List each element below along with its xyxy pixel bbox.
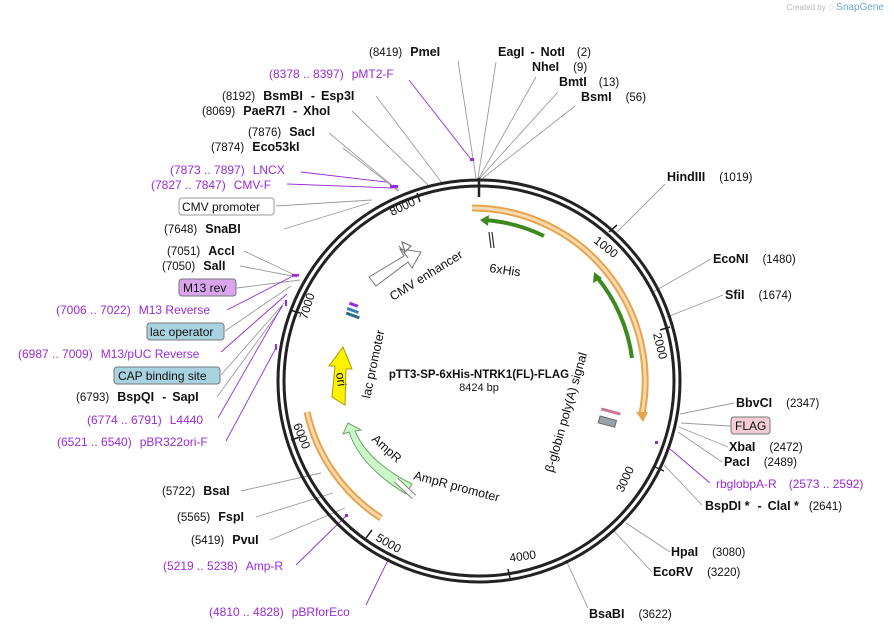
enzyme-acci: (7051)AccI xyxy=(167,244,235,258)
snapgene-credit: Created by ◌ SnapGene xyxy=(787,2,884,13)
enzyme-saci: (7876)SacI xyxy=(248,125,315,139)
plasmid-name: pTT3-SP-6xHis-NTRK1(FL)-FLAG xyxy=(389,369,569,381)
cmv-enhancer-label: CMV enhancer xyxy=(387,247,465,303)
enzyme-bsmi: BsmI(56) xyxy=(581,90,646,104)
snapgene-logo-icon: ◌ xyxy=(827,2,834,13)
enzyme-eagi-noti: EagI-NotI(2) xyxy=(498,45,591,59)
primer-amp-r: (5219 .. 5238)Amp-R xyxy=(163,559,283,573)
primer-m13-reverse: (7006 .. 7022)M13 Reverse xyxy=(56,303,210,317)
m13-rev-box-label: M13 rev xyxy=(183,281,226,295)
ori-label: ori xyxy=(333,371,349,387)
tick-2000: 2000 xyxy=(650,331,670,361)
primer-rbglobpa-r: rbglobpA-R(2573 .. 2592) xyxy=(716,477,863,491)
enzyme-bspqi-sapi: (6793)BspQI-SapI xyxy=(76,390,199,404)
m13-rev-box xyxy=(178,278,237,297)
enzyme-pmei: (8419)PmeI xyxy=(369,45,440,59)
ntrk-arrow-icon xyxy=(593,272,602,283)
enzyme-fspi: (5565)FspI xyxy=(177,510,244,524)
enzyme-hindiii: HindIII(1019) xyxy=(667,170,753,184)
enzyme-sfii: SfiI(1674) xyxy=(725,288,792,302)
tick-4000: 4000 xyxy=(508,547,537,565)
cmv-promoter-line xyxy=(398,245,409,259)
flag-box xyxy=(730,416,771,435)
cmv-promoter-arrow-icon xyxy=(401,241,412,253)
enzyme-bspdi-clai: BspDI *-ClaI *(2641) xyxy=(705,499,842,513)
credit-brand: SnapGene xyxy=(836,2,884,13)
ntrk-arc xyxy=(594,274,634,359)
label-leaders xyxy=(216,60,747,609)
lac-marks xyxy=(345,301,360,320)
orf-arc-left-inner xyxy=(305,411,382,520)
enzyme-eco53ki: (7874)Eco53kI xyxy=(211,140,300,154)
primer-cmv-f: (7827 .. 7847)CMV-F xyxy=(151,178,271,192)
primer-pbr322ori-f: (6521 .. 6540)pBR322ori-F xyxy=(57,435,208,449)
boxed-labels: CMV promoter M13 rev lac operator CAP bi… xyxy=(113,197,771,435)
enzyme-bsabi: BsaBI(3622) xyxy=(589,607,672,621)
signal-arrow-icon xyxy=(480,215,489,226)
lac-operator-box-label: lac operator xyxy=(150,325,213,339)
enzyme-paer7i-xhoi: (8069)PaeR7I-XhoI xyxy=(202,104,330,118)
primer-leaders xyxy=(217,79,711,606)
enzyme-bsmbi-esp3i: (8192)BsmBI-Esp3I xyxy=(222,89,354,103)
globin-marker xyxy=(597,415,618,428)
cmv-promoter-box xyxy=(178,197,275,216)
enzyme-bbvci: BbvCI(2347) xyxy=(736,396,820,410)
enzyme-pvui: (5419)PvuI xyxy=(191,533,259,547)
lac-promoter-label: lac promoter xyxy=(359,329,387,400)
flag-marker xyxy=(600,407,621,416)
cap-binding-box-label: CAP binding site xyxy=(118,369,207,383)
enzyme-snabi: (7648)SnaBI xyxy=(164,222,241,236)
enzyme-nhei: NheI(9) xyxy=(532,60,587,74)
tick-7000: 7000 xyxy=(296,291,317,321)
primer-m13-puc-reverse: (6987 .. 7009)M13/pUC Reverse xyxy=(18,347,200,361)
primer-pbrforeco: (4810 .. 4828)pBRforEco xyxy=(209,605,350,619)
enzyme-sali: (7050)SalI xyxy=(162,259,226,273)
orf-arc-right-inner xyxy=(471,206,647,415)
enzyme-paci: PacI(2489) xyxy=(724,455,797,469)
tick-marks xyxy=(289,192,671,579)
credit-prefix: Created by xyxy=(786,3,826,12)
primer-lncx: (7873 .. 7897)LNCX xyxy=(170,163,285,177)
orf-arrow-right-icon xyxy=(636,412,648,422)
primer-l4440: (6774 .. 6791)L4440 xyxy=(87,413,203,427)
cmv-enhancer-arrow-icon xyxy=(368,248,422,287)
enzyme-bmti: BmtI(13) xyxy=(559,75,619,89)
his-marker xyxy=(488,231,495,249)
enzyme-econi: EcoNI(1480) xyxy=(713,252,796,266)
ampr-arrow-icon xyxy=(342,422,413,495)
cmv-promoter-box-label: CMV promoter xyxy=(182,200,260,214)
flag-box-label: FLAG xyxy=(735,419,766,433)
enzyme-hpai: HpaI(3080) xyxy=(671,545,746,559)
cap-binding-box xyxy=(113,366,221,385)
primer-markers xyxy=(275,158,658,517)
enzyme-xbai: XbaI(2472) xyxy=(729,440,803,454)
tick-3000: 3000 xyxy=(613,464,637,494)
lac-operator-box xyxy=(146,322,225,341)
primer-pmt2-f: (8378 .. 8397)pMT2-F xyxy=(269,67,394,81)
enzyme-bsai: (5722)BsaI xyxy=(162,484,230,498)
primer-labels: (8378 .. 8397)pMT2-F (7873 .. 7897)LNCX … xyxy=(18,67,863,619)
enzyme-labels: (8419)PmeI EagI-NotI(2) NheI(9) BmtI(13)… xyxy=(76,45,842,621)
enzyme-ecorv: EcoRV(3220) xyxy=(653,565,740,579)
his-label: 6xHis xyxy=(489,261,522,279)
ori-arrow-icon xyxy=(328,345,353,406)
plasmid-length: 8424 bp xyxy=(459,382,499,394)
ampr-promoter-label: AmpR promoter xyxy=(412,468,501,504)
